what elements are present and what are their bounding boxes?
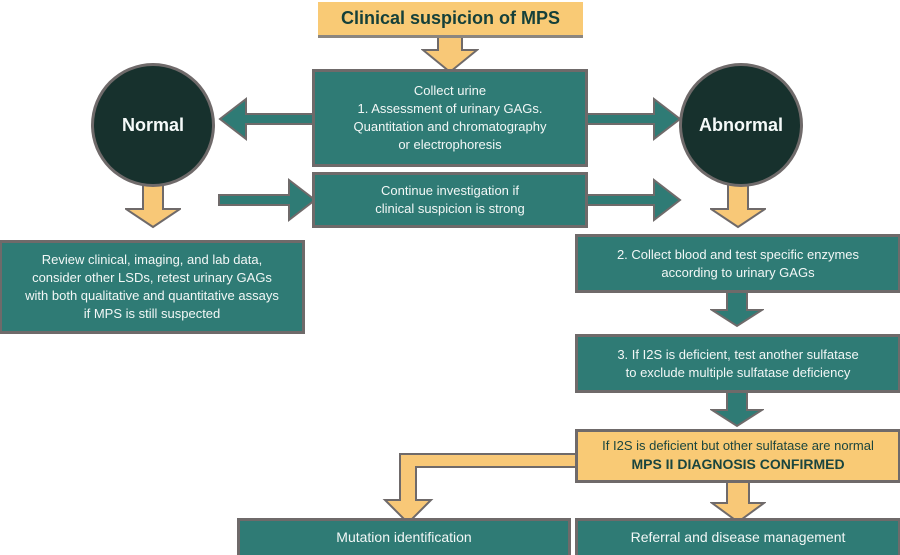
diagnosis-confirmed-label: MPS II DIAGNOSIS CONFIRMED	[631, 456, 845, 473]
arrow-down-to-referral	[710, 479, 766, 523]
text-line: 2. Collect blood and test specific enzym…	[616, 246, 860, 262]
arrow-into-continue-investigation	[218, 177, 317, 223]
circle-normal: Normal	[94, 66, 212, 184]
arrow-down-from-normal	[125, 183, 181, 229]
node-sulfatase-test: 3. If I2S is deficient, test another sul…	[578, 337, 898, 390]
flowchart-title: Clinical suspicion of MPS	[318, 2, 583, 35]
text-line: if MPS is still suspected	[83, 305, 221, 321]
node-review-clinical: Review clinical, imaging, and lab data, …	[2, 243, 302, 331]
circle-abnormal-label: Abnormal	[698, 114, 783, 135]
text-line: 1. Assessment of urinary GAGs.	[357, 101, 543, 117]
arrow-continue-to-abnormal	[583, 177, 682, 223]
arrow-elbow-to-mutation	[382, 453, 580, 525]
text-line: clinical suspicion is strong	[375, 201, 525, 216]
text-line: to exclude multiple sulfatase deficiency	[625, 364, 851, 380]
circle-abnormal: Abnormal	[682, 66, 800, 184]
node-diagnosis-confirmed: If I2S is deficient but other sulfatase …	[578, 432, 898, 480]
circle-normal-label: Normal	[121, 114, 184, 135]
text-line: or electrophoresis	[398, 136, 502, 152]
node-continue-investigation: Continue investigation if clinical suspi…	[315, 175, 585, 225]
text-line: If I2S is deficient but other sulfatase …	[602, 438, 874, 454]
text-line: consider other LSDs, retest urinary GAGs	[32, 270, 272, 286]
referral-management-label: Referral and disease management	[630, 529, 846, 546]
node-mutation-identification: Mutation identification	[240, 521, 568, 555]
mutation-identification-label: Mutation identification	[336, 529, 472, 546]
text-line: Collect urine	[413, 83, 487, 99]
arrow-down-from-title	[421, 34, 479, 74]
node-referral-management: Referral and disease management	[578, 521, 898, 555]
arrow-down-to-sulfatase-test	[710, 288, 764, 328]
arrow-left-to-normal	[218, 96, 317, 142]
text-line: Review clinical, imaging, and lab data,	[41, 252, 263, 268]
text-line: with both qualitative and quantitative a…	[25, 288, 279, 303]
node-collect-urine: Collect urine 1. Assessment of urinary G…	[315, 72, 585, 164]
arrow-down-to-diagnosis	[710, 388, 764, 428]
text-line: according to urinary GAGs	[661, 264, 815, 280]
text-line: 3. If I2S is deficient, test another sul…	[617, 346, 859, 362]
node-collect-blood: 2. Collect blood and test specific enzym…	[578, 237, 898, 290]
text-line: Continue investigation if	[380, 183, 520, 199]
flowchart-title-label: Clinical suspicion of MPS	[340, 8, 561, 29]
arrow-right-to-abnormal	[583, 96, 682, 142]
arrow-down-from-abnormal	[710, 183, 766, 229]
text-line: Quantitation and chromatography	[353, 119, 547, 134]
